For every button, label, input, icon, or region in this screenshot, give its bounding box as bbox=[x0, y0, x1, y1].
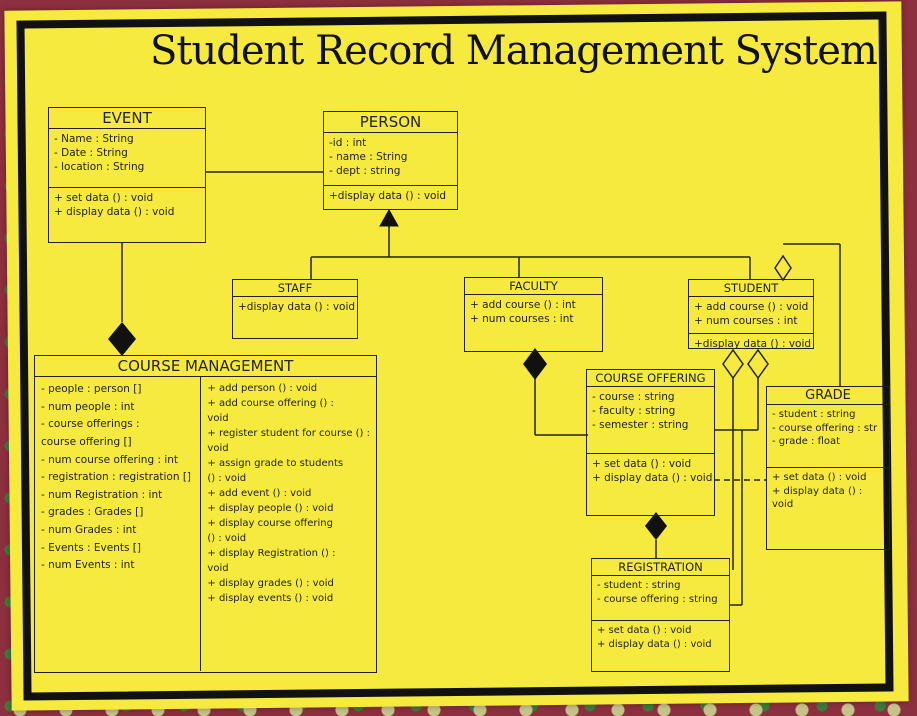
class-staff: STAFF +display data () : void bbox=[232, 279, 358, 339]
methods: + set data () : void + display data () :… bbox=[597, 625, 712, 650]
class-person: PERSON -id : int - name : String - dept … bbox=[323, 111, 458, 210]
class-name: STUDENT bbox=[689, 280, 813, 297]
attributes: - student : string - course offering : s… bbox=[592, 576, 729, 621]
attributes: - Name : String - Date : String - locati… bbox=[49, 129, 205, 188]
class-name: PERSON bbox=[324, 112, 457, 133]
attributes: -id : int - name : String - dept : strin… bbox=[324, 133, 457, 186]
class-registration: REGISTRATION - student : string - course… bbox=[591, 558, 730, 672]
class-name: REGISTRATION bbox=[592, 559, 729, 576]
methods: + set data () : void + display data () :… bbox=[772, 472, 867, 510]
methods: + set data () : void + display data () :… bbox=[54, 192, 175, 219]
composition-diamond-icon bbox=[108, 322, 136, 356]
methods: +display data () : void bbox=[694, 338, 812, 350]
class-faculty: FACULTY + add course () : int + num cour… bbox=[464, 277, 603, 352]
attributes: - people : person [] - num people : int … bbox=[35, 377, 202, 671]
composition-diamond-icon bbox=[645, 512, 667, 540]
class-course-management: COURSE MANAGEMENT - people : person [] -… bbox=[34, 355, 377, 673]
attributes: + add course () : void + num courses : i… bbox=[689, 297, 813, 334]
class-name: EVENT bbox=[49, 108, 205, 129]
attributes: - student : string - course offering : s… bbox=[767, 405, 889, 468]
composition-diamond-icon bbox=[523, 348, 547, 380]
methods: +display data () : void bbox=[238, 301, 356, 313]
aggregation-diamond-icon bbox=[774, 254, 792, 282]
aggregation-diamond-icon bbox=[722, 348, 744, 380]
aggregation-diamond-icon bbox=[747, 348, 769, 380]
class-name: COURSE OFFERING bbox=[587, 370, 714, 387]
class-student: STUDENT + add course () : void + num cou… bbox=[688, 279, 814, 350]
inheritance-triangle-icon bbox=[379, 208, 399, 227]
class-name: FACULTY bbox=[465, 278, 602, 295]
class-name: GRADE bbox=[767, 387, 889, 405]
methods: + set data () : void + display data () :… bbox=[592, 458, 713, 485]
class-event: EVENT - Name : String - Date : String - … bbox=[48, 107, 206, 243]
methods: +display data () : void bbox=[329, 190, 447, 202]
class-name: COURSE MANAGEMENT bbox=[35, 356, 376, 377]
methods: + add course () : int + num courses : in… bbox=[470, 299, 576, 326]
class-grade: GRADE - student : string - course offeri… bbox=[766, 386, 890, 550]
methods: + add person () : void + add course offe… bbox=[207, 383, 370, 604]
class-name: STAFF bbox=[233, 280, 357, 297]
attributes: - course : string - faculty : string - s… bbox=[587, 387, 714, 454]
class-course-offering: COURSE OFFERING - course : string - facu… bbox=[586, 369, 715, 516]
